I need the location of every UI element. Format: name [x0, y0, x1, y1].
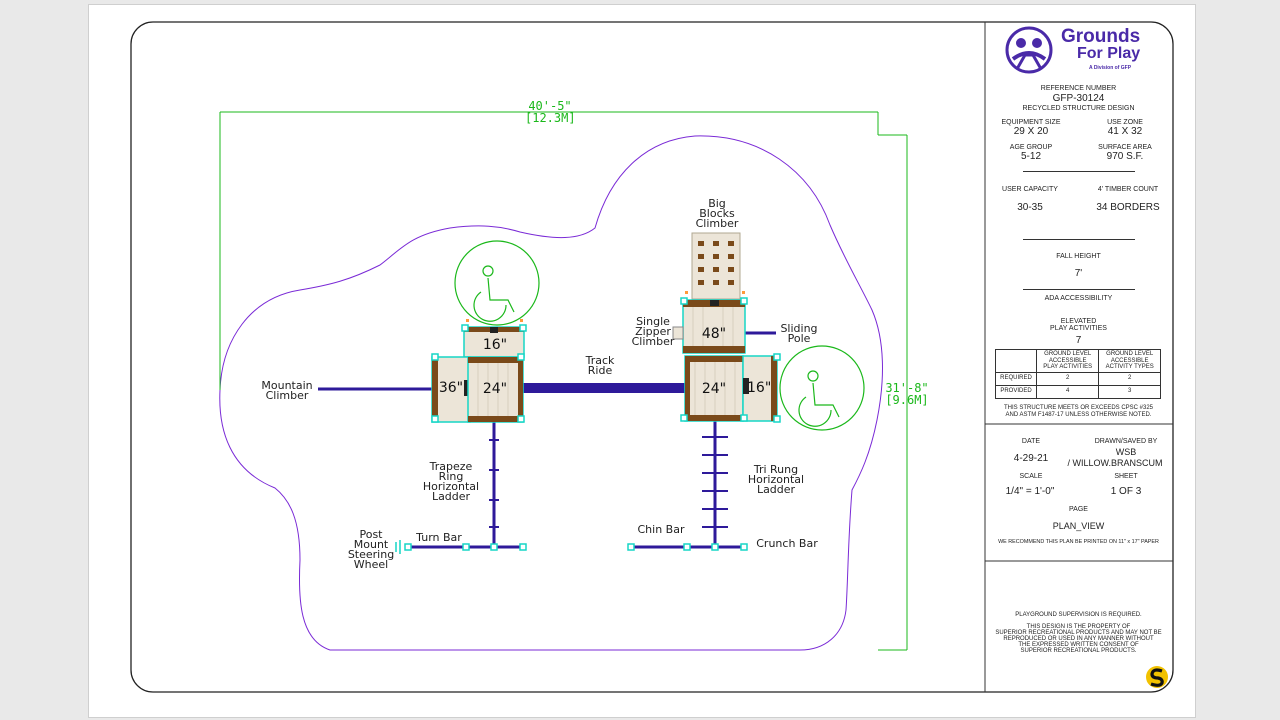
reference-number: GFP-30124 [1052, 93, 1105, 104]
width-feet: 40'-5" [528, 99, 572, 113]
track-ride [520, 383, 688, 393]
use-zone-boundary [219, 135, 883, 651]
post-nodes [404, 297, 781, 551]
separator [1023, 239, 1135, 240]
property-line-5: SUPERIOR RECREATIONAL PRODUCTS. [1020, 648, 1137, 654]
surface-area-label: SURFACE AREA [1098, 144, 1152, 151]
logo-tagline: A Division of GFP [1089, 65, 1132, 71]
logo-word-for-play: For Play [1077, 45, 1141, 62]
user-capacity-value: 30-35 [1017, 202, 1043, 213]
steering-wheel-icon [395, 540, 401, 554]
use-zone-label: USE ZONE [1107, 119, 1143, 126]
compliance-line-1: THIS STRUCTURE MEETS OR EXCEEDS CPSC #32… [1003, 405, 1154, 411]
deck-height-36: 36" [438, 380, 464, 396]
width-dimension: 40'-5" [12.3M] [525, 99, 576, 125]
elevated-label-1: ELEVATED [1060, 318, 1097, 325]
elevated-value: 7 [1075, 335, 1082, 346]
label-turn-bar: Turn Bar [416, 531, 462, 544]
property-line-4: THE EXPRESSED WRITTEN CONSENT OF [1018, 642, 1139, 648]
equipment-size-label: EQUIPMENT SIZE [1001, 119, 1061, 126]
deck-planks [477, 307, 736, 416]
superior-logo-icon [1146, 666, 1168, 688]
ada-symbol-right [779, 345, 865, 431]
compliance-line-2: AND ASTM F1487-17 UNLESS OTHERWISE NOTED… [1005, 412, 1152, 418]
dimension-lines [219, 111, 908, 651]
sheet-label: SHEET [1114, 473, 1138, 480]
timber-count-label: 4' TIMBER COUNT [1097, 186, 1159, 193]
drawing-border [130, 21, 1174, 693]
deck-16-left [463, 326, 525, 358]
drawn-by-initials: WSB [1115, 447, 1137, 457]
date-label: DATE [1021, 438, 1041, 445]
ada-row-required: REQUIRED 2 2 [995, 371, 1161, 386]
deck-36 [431, 356, 471, 423]
property-line-3: REPRODUCED OR USED IN ANY MANNER WITHOUT [1003, 636, 1154, 642]
width-meters: [12.3M] [525, 111, 576, 125]
depth-feet: 31'-8" [885, 381, 929, 395]
use-zone-value: 41 X 32 [1107, 126, 1143, 137]
drawn-by-user: / WILLOW.BRANSCUM [1067, 458, 1163, 468]
deck-24-left [467, 356, 524, 423]
deck-height-48: 48" [701, 326, 727, 342]
sheet-value: 1 OF 3 [1110, 486, 1142, 497]
separator [1023, 171, 1135, 172]
deck-16-right [742, 355, 778, 422]
supervision-note: PLAYGROUND SUPERVISION IS REQUIRED. [1015, 612, 1142, 618]
fall-height-label: FALL HEIGHT [1056, 253, 1101, 260]
equipment-size-value: 29 X 20 [1013, 126, 1049, 137]
property-line-1: THIS DESIGN IS THE PROPERTY OF [1026, 624, 1131, 630]
deck-height-24-right: 24" [701, 381, 727, 397]
grounds-for-play-logo-icon [1005, 26, 1053, 74]
deck-height-16-right: 16" [747, 380, 772, 396]
elevated-label-2: PLAY ACTIVITIES [1050, 325, 1107, 332]
surface-area-value: 970 S.F. [1106, 151, 1144, 162]
property-line-2: SUPERIOR RECREATIONAL PRODUCTS AND MAY N… [995, 630, 1162, 636]
print-note: WE RECOMMEND THIS PLAN BE PRINTED ON 11"… [998, 539, 1159, 545]
age-group-value: 5-12 [1020, 151, 1041, 162]
label-crunch-bar: Crunch Bar [756, 537, 818, 550]
scale-value: 1/4" = 1'-0" [1005, 486, 1055, 497]
timber-count-value: 34 BORDERS [1096, 202, 1160, 213]
page-value: PLAN_VIEW [1052, 521, 1105, 531]
ada-accessibility-label: ADA ACCESSIBILITY [1044, 295, 1113, 302]
fall-height-value: 7' [1074, 268, 1083, 279]
page-label: PAGE [1069, 506, 1088, 513]
reference-label: REFERENCE NUMBER [1040, 85, 1117, 92]
date-value: 4-29-21 [1013, 453, 1049, 464]
ladder-rungs [489, 436, 728, 528]
corner-markers [466, 291, 745, 322]
big-blocks-climber [691, 232, 741, 300]
age-group-label: AGE GROUP [1009, 144, 1053, 151]
drawn-by-label: DRAWN/SAVED BY [1094, 438, 1158, 445]
logo-word-grounds: Grounds [1061, 26, 1141, 47]
depth-dimension: 31'-8" [9.6M] [882, 382, 932, 406]
label-chin-bar: Chin Bar [637, 523, 685, 536]
ada-symbol-left [454, 240, 540, 326]
deck-24-right [684, 355, 744, 422]
user-capacity-label: USER CAPACITY [1002, 186, 1058, 193]
depth-meters: [9.6M] [885, 393, 929, 407]
separator [1023, 289, 1135, 290]
deck-height-24-left: 24" [482, 381, 508, 397]
deck-height-16-left: 16" [482, 337, 508, 353]
deck-48 [672, 299, 746, 354]
design-name: RECYCLED STRUCTURE DESIGN [1022, 105, 1135, 112]
scale-label: SCALE [1019, 473, 1043, 480]
ada-row-provided: PROVIDED 4 3 [995, 384, 1161, 399]
